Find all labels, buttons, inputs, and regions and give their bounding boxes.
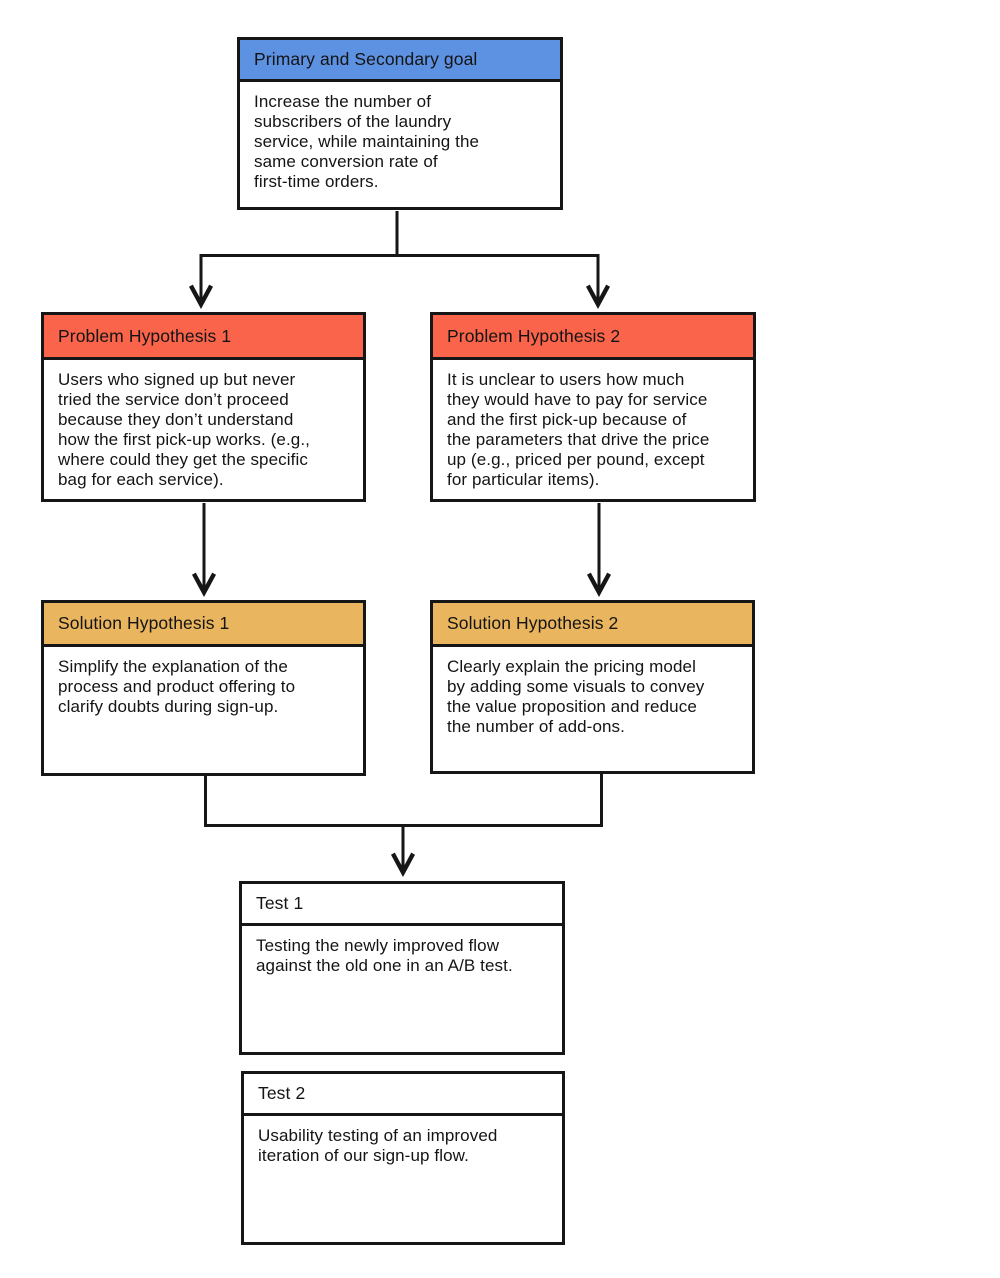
connector-solutions-merge xyxy=(204,774,603,827)
node-body: Increase the number of subscribers of th… xyxy=(254,92,480,191)
node-body: Simplify the explanation of the process … xyxy=(58,657,296,716)
node-title: Test 2 xyxy=(258,1083,306,1103)
node-body: Users who signed up but never tried the … xyxy=(58,370,310,489)
node-problem-hypothesis-1: Problem Hypothesis 1 Users who signed up… xyxy=(41,312,366,502)
node-header: Problem Hypothesis 1 xyxy=(44,315,363,360)
node-title: Solution Hypothesis 1 xyxy=(58,613,230,633)
node-header: Solution Hypothesis 2 xyxy=(433,603,752,647)
node-title: Test 1 xyxy=(256,893,304,913)
node-header: Primary and Secondary goal xyxy=(240,40,560,82)
node-solution-hypothesis-2: Solution Hypothesis 2 Clearly explain th… xyxy=(430,600,755,774)
node-header: Problem Hypothesis 2 xyxy=(433,315,753,360)
node-header: Solution Hypothesis 1 xyxy=(44,603,363,647)
node-title: Problem Hypothesis 1 xyxy=(58,325,232,346)
node-header: Test 2 xyxy=(244,1074,562,1116)
node-title: Problem Hypothesis 2 xyxy=(447,325,621,346)
node-problem-hypothesis-2: Problem Hypothesis 2 It is unclear to us… xyxy=(430,312,756,502)
node-body: Usability testing of an improved iterati… xyxy=(258,1126,498,1165)
node-solution-hypothesis-1: Solution Hypothesis 1 Simplify the expla… xyxy=(41,600,366,776)
node-body: It is unclear to users how much they wou… xyxy=(447,370,710,489)
node-title: Primary and Secondary goal xyxy=(254,49,478,69)
node-test-2: Test 2 Usability testing of an improved … xyxy=(241,1071,565,1245)
node-body: Testing the newly improved flow against … xyxy=(256,936,513,975)
node-body: Clearly explain the pricing model by add… xyxy=(447,657,705,736)
node-title: Solution Hypothesis 2 xyxy=(447,613,619,633)
node-header: Test 1 xyxy=(242,884,562,926)
node-test-1: Test 1 Testing the newly improved flow a… xyxy=(239,881,565,1055)
node-primary-secondary-goal: Primary and Secondary goal Increase the … xyxy=(237,37,563,210)
